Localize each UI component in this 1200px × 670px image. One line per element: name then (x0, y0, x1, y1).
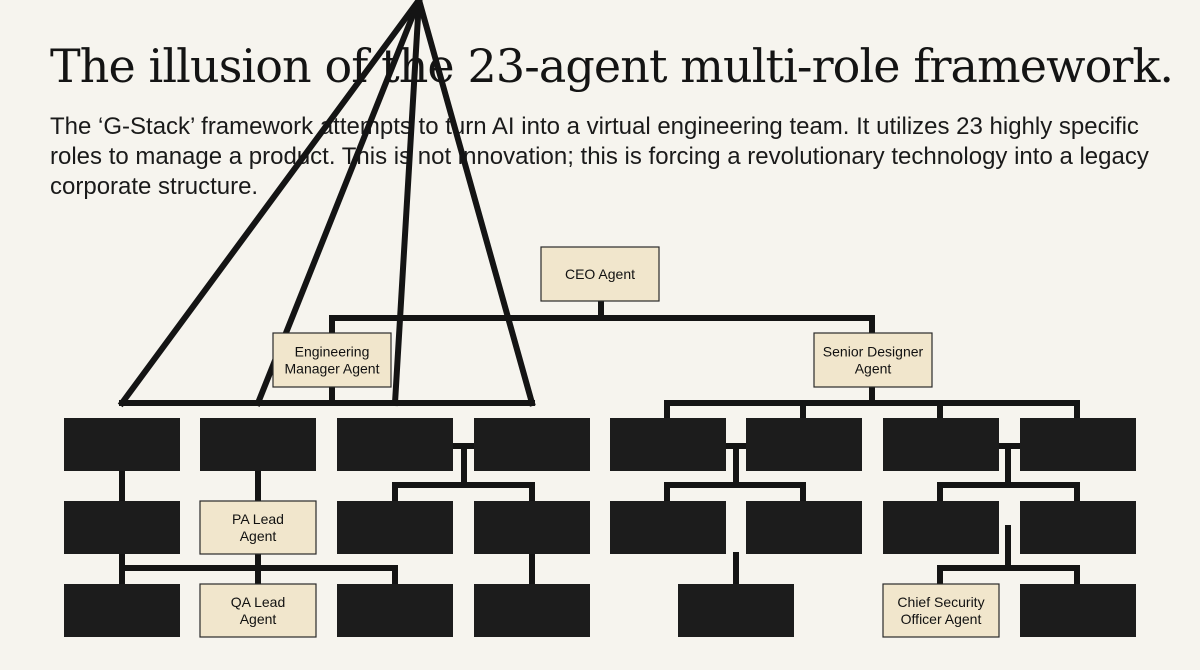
role-node-row1-7-box (883, 418, 999, 471)
qa-lead-agent-node-label-line: QA Lead (231, 594, 286, 610)
role-node-row2-8 (1020, 501, 1136, 554)
role-node-row2-5 (610, 501, 726, 554)
ceo-agent-node-label-line: CEO Agent (565, 266, 635, 282)
role-node-row1-2-box (200, 418, 316, 471)
engineering-manager-agent-node-box (272, 332, 392, 388)
pa-lead-agent-node-label-line: PA Lead (232, 511, 284, 527)
role-node-row2-7 (883, 501, 999, 554)
role-node-row2-7-box (883, 501, 999, 554)
connector-line (415, 0, 536, 407)
org-chart-connectors (117, 0, 1080, 588)
role-node-row3-4-box (474, 584, 590, 637)
qa-lead-agent-node-label-line: Agent (240, 611, 277, 627)
role-node-row3-3-box (337, 584, 453, 637)
connector-line (391, 0, 423, 407)
ceo-agent-node-box (540, 246, 660, 302)
chief-security-officer-agent-node-box (882, 583, 1000, 638)
role-node-row2-4-box (474, 501, 590, 554)
role-node-row1-1-box (64, 418, 180, 471)
chief-security-officer-agent-node-label-line: Chief Security (897, 594, 984, 610)
role-node-row1-4-box (474, 418, 590, 471)
role-node-row2-6 (746, 501, 862, 554)
role-node-row1-8 (1020, 418, 1136, 471)
connector-line (117, 0, 423, 408)
role-node-row2-8-box (1020, 501, 1136, 554)
engineering-manager-agent-node-label-line: Engineering (295, 344, 370, 360)
role-node-row1-8-box (1020, 418, 1136, 471)
role-node-row2-1 (64, 501, 180, 554)
role-node-row1-5-box (610, 418, 726, 471)
qa-lead-agent-node-box (199, 583, 317, 638)
role-node-row1-3-box (337, 418, 453, 471)
role-node-row3-3 (337, 584, 453, 637)
role-node-row3-1 (64, 584, 180, 637)
role-node-row2-3-box (337, 501, 453, 554)
role-node-row3-1-box (64, 584, 180, 637)
page-description: The ‘G-Stack’ framework attempts to turn… (50, 113, 1149, 200)
role-node-row3-5 (678, 584, 794, 637)
role-node-row1-6-box (746, 418, 862, 471)
role-node-row2-5-box (610, 501, 726, 554)
role-node-row1-5 (610, 418, 726, 471)
pa-lead-agent-node-label-line: Agent (240, 528, 277, 544)
role-node-row2-6-box (746, 501, 862, 554)
senior-designer-agent-node-label-line: Senior Designer (823, 344, 924, 360)
role-node-row3-4 (474, 584, 590, 637)
role-node-row2-4 (474, 501, 590, 554)
senior-designer-agent-node-label-line: Agent (855, 361, 892, 377)
role-node-row3-7 (1020, 584, 1136, 637)
role-node-row1-7 (883, 418, 999, 471)
role-node-row1-2 (200, 418, 316, 471)
pa-lead-agent-node-box (199, 500, 317, 555)
role-node-row1-1 (64, 418, 180, 471)
role-node-row2-1-box (64, 501, 180, 554)
engineering-manager-agent-node-label-line: Manager Agent (285, 361, 380, 377)
ceo-agent-node: CEO Agent (540, 246, 660, 302)
role-node-row3-5-box (678, 584, 794, 637)
role-node-row1-3 (337, 418, 453, 471)
chief-security-officer-agent-node-label-line: Officer Agent (901, 611, 982, 627)
role-node-row1-4 (474, 418, 590, 471)
role-node-row3-7-box (1020, 584, 1136, 637)
role-node-row1-6 (746, 418, 862, 471)
senior-designer-agent-node-box (813, 332, 933, 388)
role-node-row2-3 (337, 501, 453, 554)
page-title: The illusion of the 23-agent multi-role … (50, 39, 1174, 93)
